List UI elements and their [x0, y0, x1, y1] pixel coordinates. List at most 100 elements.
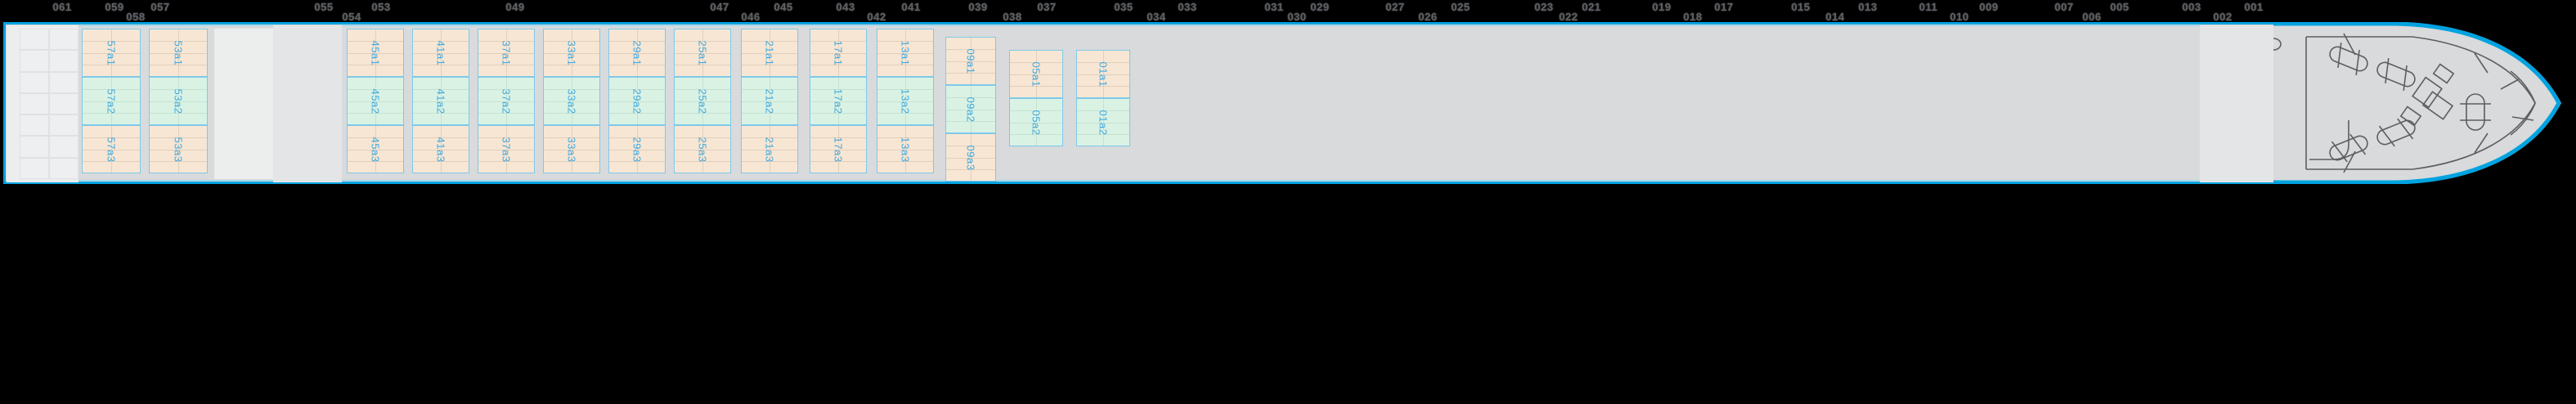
- cargo-cell-41a1[interactable]: 41a1: [412, 29, 469, 77]
- cargo-cell-45a3[interactable]: 45a3: [347, 125, 404, 173]
- slot-divider-horizontal: [83, 160, 140, 162]
- slot-divider-horizontal: [348, 89, 403, 91]
- cargo-cell-21a2[interactable]: 21a2: [741, 77, 798, 125]
- slot-divider-horizontal: [742, 112, 797, 114]
- empty-slot[interactable]: [49, 136, 79, 158]
- cargo-cell-41a3[interactable]: 41a3: [412, 125, 469, 173]
- slot-divider-horizontal: [1010, 74, 1062, 75]
- cargo-cell-57a3[interactable]: 57a3: [82, 125, 141, 173]
- empty-slot[interactable]: [49, 71, 79, 93]
- slot-divider-horizontal: [544, 89, 599, 91]
- slot-divider-horizontal: [544, 112, 599, 114]
- bay-number-047: 047: [710, 1, 729, 13]
- cargo-cell-57a2[interactable]: 57a2: [82, 77, 141, 125]
- empty-slot[interactable]: [20, 50, 49, 72]
- bay-number-005: 005: [2110, 1, 2129, 13]
- cargo-cell-45a1[interactable]: 45a1: [347, 29, 404, 77]
- bay-number-002: 002: [2213, 11, 2233, 23]
- slot-divider-horizontal: [1010, 85, 1062, 87]
- cargo-cell-17a2[interactable]: 17a2: [810, 77, 867, 125]
- empty-slot[interactable]: [20, 92, 49, 115]
- frame-line-3: [2500, 79, 2520, 90]
- empty-slot[interactable]: [20, 114, 49, 137]
- cargo-block-bay-033: 33a1 33a2 33a3: [543, 29, 600, 173]
- cargo-cell-33a1[interactable]: 33a1: [543, 29, 600, 77]
- cargo-cell-label: 13a2: [899, 88, 912, 114]
- bay-number-053: 053: [371, 1, 391, 13]
- cargo-cell-09a3[interactable]: 09a3: [945, 133, 996, 182]
- cargo-cell-37a3[interactable]: 37a3: [478, 125, 535, 173]
- slot-divider-horizontal: [150, 52, 207, 54]
- cargo-cell-53a2[interactable]: 53a2: [149, 77, 208, 125]
- empty-slot[interactable]: [20, 29, 49, 51]
- slot-divider-horizontal: [675, 101, 730, 102]
- empty-slot[interactable]: [49, 114, 79, 137]
- cargo-cell-label: 57a1: [105, 40, 118, 65]
- empty-slot[interactable]: [20, 71, 49, 93]
- slot-divider-horizontal: [478, 137, 534, 139]
- cargo-cell-45a2[interactable]: 45a2: [347, 77, 404, 125]
- cargo-cell-37a2[interactable]: 37a2: [478, 77, 535, 125]
- cargo-cell-13a2[interactable]: 13a2: [877, 77, 934, 125]
- bay-number-003: 003: [2182, 1, 2201, 13]
- cargo-cell-29a3[interactable]: 29a3: [608, 125, 666, 173]
- slot-divider-horizontal: [810, 41, 866, 43]
- slot-divider-horizontal: [413, 112, 469, 114]
- cargo-cell-label: 05a1: [1030, 61, 1043, 87]
- frame-line-4: [2511, 116, 2534, 121]
- empty-slot[interactable]: [49, 92, 79, 115]
- cargo-cell-41a2[interactable]: 41a2: [412, 77, 469, 125]
- cargo-cell-25a3[interactable]: 25a3: [674, 125, 731, 173]
- slot-divider-horizontal: [478, 89, 534, 91]
- bay-number-015: 015: [1791, 1, 1811, 13]
- cargo-cell-37a1[interactable]: 37a1: [478, 29, 535, 77]
- slot-divider-horizontal: [478, 41, 534, 43]
- cargo-cell-17a3[interactable]: 17a3: [810, 125, 867, 173]
- cargo-cell-01a2[interactable]: 01a2: [1076, 98, 1130, 146]
- slot-divider-horizontal: [609, 52, 665, 54]
- cargo-cell-09a2[interactable]: 09a2: [945, 85, 996, 133]
- bay-number-059: 059: [105, 1, 124, 13]
- cargo-cell-label: 25a2: [696, 88, 709, 114]
- slot-divider-horizontal: [1010, 110, 1062, 112]
- empty-slot[interactable]: [49, 50, 79, 72]
- empty-slot[interactable]: [49, 29, 79, 51]
- cargo-cell-13a3[interactable]: 13a3: [877, 125, 934, 173]
- cargo-cell-33a3[interactable]: 33a3: [543, 125, 600, 173]
- cargo-cell-01a1[interactable]: 01a1: [1076, 50, 1130, 98]
- cargo-cell-29a1[interactable]: 29a1: [608, 29, 666, 77]
- bay-number-058: 058: [126, 11, 146, 23]
- cargo-cell-09a1[interactable]: 09a1: [945, 37, 996, 85]
- cargo-cell-53a3[interactable]: 53a3: [149, 125, 208, 173]
- cargo-cell-25a1[interactable]: 25a1: [674, 29, 731, 77]
- deck-hatch-icon: [2309, 120, 2349, 160]
- empty-slot[interactable]: [20, 157, 49, 179]
- cargo-cell-17a1[interactable]: 17a1: [810, 29, 867, 77]
- bay-number-031: 031: [1264, 1, 1284, 13]
- bay-number-026: 026: [1418, 11, 1438, 23]
- cargo-cell-33a2[interactable]: 33a2: [543, 77, 600, 125]
- slot-divider-horizontal: [810, 137, 866, 139]
- cargo-cell-21a3[interactable]: 21a3: [741, 125, 798, 173]
- cargo-cell-53a1[interactable]: 53a1: [149, 29, 208, 77]
- slot-divider-horizontal: [413, 137, 469, 139]
- cargo-cell-label: 33a2: [565, 88, 578, 114]
- slot-divider-horizontal: [544, 101, 599, 102]
- cargo-cell-21a1[interactable]: 21a1: [741, 29, 798, 77]
- empty-slot[interactable]: [20, 136, 49, 158]
- slot-divider-horizontal: [478, 112, 534, 114]
- slot-divider-horizontal: [544, 137, 599, 139]
- empty-slot[interactable]: [49, 157, 79, 179]
- cargo-cell-label: 13a1: [899, 40, 912, 65]
- bay-number-039: 039: [968, 1, 988, 13]
- cargo-cell-05a1[interactable]: 05a1: [1009, 50, 1063, 98]
- cargo-cell-05a2[interactable]: 05a2: [1009, 98, 1063, 146]
- cargo-cell-29a2[interactable]: 29a2: [608, 77, 666, 125]
- bay-number-054: 054: [342, 11, 361, 23]
- cargo-cell-13a1[interactable]: 13a1: [877, 29, 934, 77]
- cargo-cell-57a1[interactable]: 57a1: [82, 29, 141, 77]
- cargo-cell-25a2[interactable]: 25a2: [674, 77, 731, 125]
